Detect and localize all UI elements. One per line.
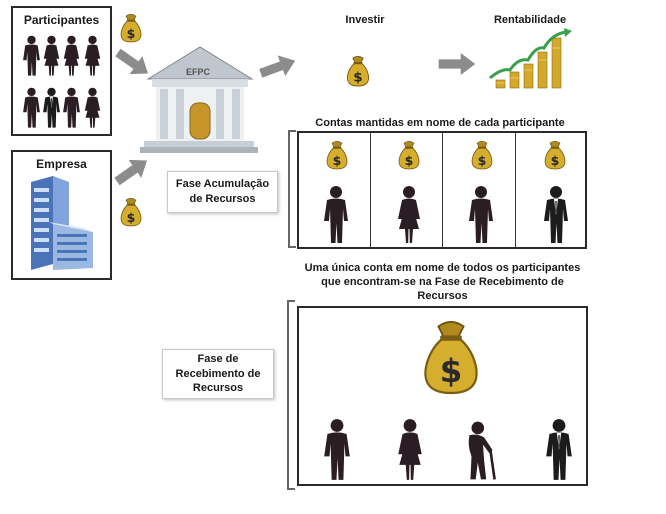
shared-account-panel (297, 306, 588, 486)
office-building-icon (31, 176, 93, 270)
money-bag-icon (346, 55, 370, 87)
person-icon (324, 419, 350, 480)
participants-group-icon (23, 35, 101, 128)
participants-panel: Participantes (11, 6, 112, 136)
person-icon (398, 419, 422, 480)
accumulation-bracket (288, 130, 296, 248)
arrow-right-icon (257, 50, 299, 84)
money-bag-icon (326, 140, 348, 170)
invest-label: Investir (345, 14, 385, 26)
bank-building-icon (140, 46, 258, 153)
accumulation-phase-label: Fase Acumulação de Recursos (167, 171, 278, 213)
return-label: Rentabilidade (493, 14, 567, 26)
bank-label: EFPC (185, 67, 210, 77)
person-icon (544, 186, 568, 243)
payout-phase-label: Fase de Recebimento de Recursos (162, 349, 274, 399)
money-bag-icon (398, 140, 420, 170)
company-panel: Empresa (11, 150, 112, 280)
growth-chart-icon (489, 28, 572, 89)
person-icon (324, 186, 348, 243)
arrow-right-icon (110, 151, 154, 191)
money-bag-icon (544, 140, 566, 170)
money-bag-icon (471, 140, 493, 170)
payout-heading: Uma única conta em nome de todos os part… (304, 262, 581, 302)
elderly-person-icon (467, 420, 496, 481)
money-bag-icon (424, 320, 478, 395)
person-icon (546, 419, 572, 480)
arrow-right-icon (438, 53, 476, 75)
person-icon (398, 186, 420, 243)
company-title: Empresa (36, 157, 87, 171)
money-bag-icon (120, 13, 142, 43)
accumulation-heading: Contas mantidas em nome de cada particip… (315, 117, 565, 129)
payout-bracket (287, 300, 295, 490)
participants-title: Participantes (23, 13, 100, 27)
individual-accounts-panel (297, 131, 587, 249)
person-icon (469, 186, 493, 243)
money-bag-icon (120, 197, 142, 227)
